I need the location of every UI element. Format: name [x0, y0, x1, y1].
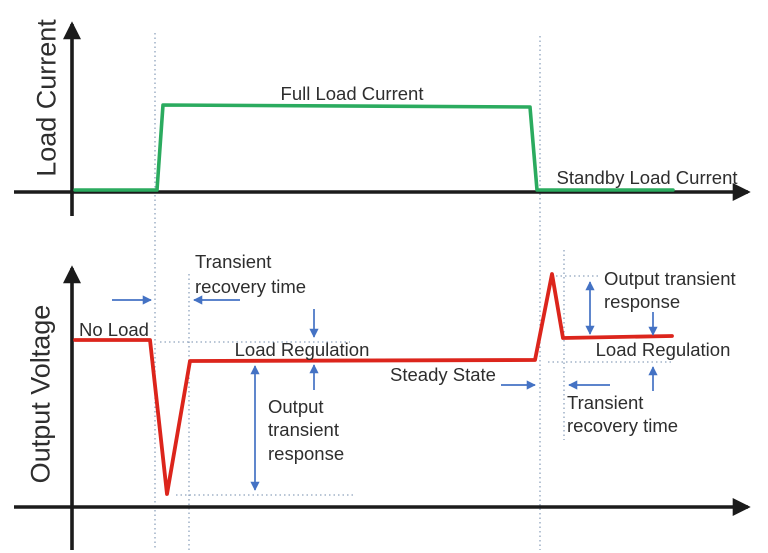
output-voltage-axis-label: Output Voltage: [25, 305, 55, 484]
output-voltage-chart: Output Voltage No Load Transient recover…: [14, 251, 751, 550]
measurement-arrows: [112, 281, 658, 491]
full-load-current-label: Full Load Current: [281, 83, 424, 104]
load-current-chart: Load Current Full Load Current Standby L…: [14, 19, 751, 216]
transient-recovery-right-line1: Transient: [567, 392, 643, 413]
transient-recovery-left-line2: recovery time: [195, 276, 306, 297]
load-regulation-left-label: Load Regulation: [235, 339, 370, 360]
steady-state-label: Steady State: [390, 364, 496, 385]
standby-load-current-label: Standby Load Current: [556, 167, 737, 188]
transient-recovery-left-line1: Transient: [195, 251, 271, 272]
load-current-axis-label: Load Current: [31, 19, 61, 177]
output-voltage-trace: [73, 272, 674, 496]
output-transient-left-line1: Output: [268, 396, 324, 417]
dashed-guides: [154, 33, 673, 550]
output-transient-right-line2: response: [604, 291, 680, 312]
output-transient-left-line2: transient: [268, 419, 339, 440]
output-transient-left-line3: response: [268, 443, 344, 464]
output-transient-right-line1: Output transient: [604, 268, 736, 289]
no-load-label: No Load: [79, 319, 149, 340]
load-regulation-right-label: Load Regulation: [596, 339, 731, 360]
transient-recovery-right-line2: recovery time: [567, 415, 678, 436]
load-current-trace: [73, 103, 675, 192]
